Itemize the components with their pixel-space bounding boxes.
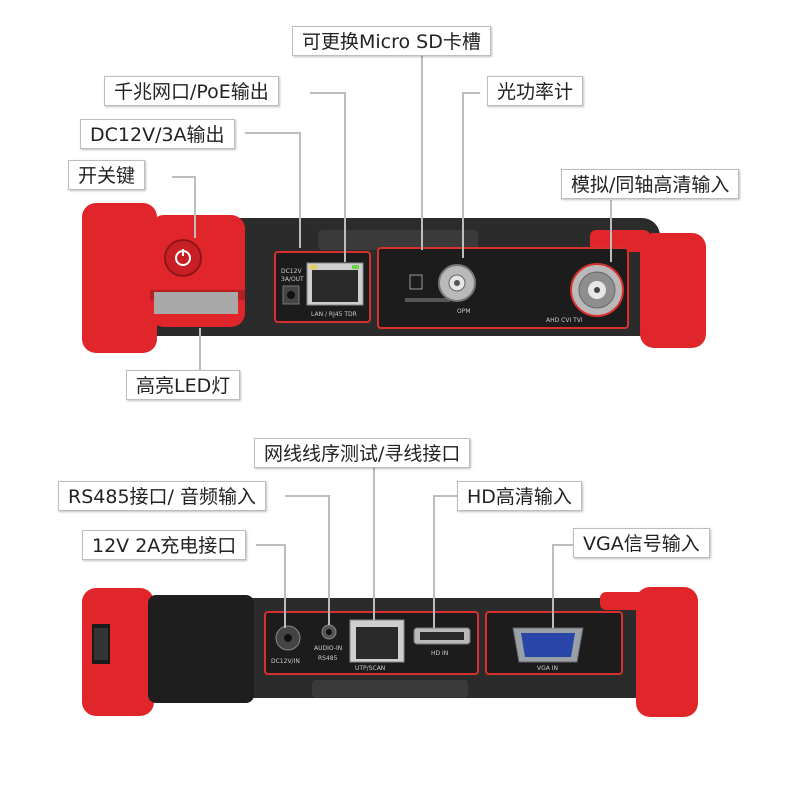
dc-out-text-2: 3A/OUT: [281, 276, 304, 283]
dc-out-jack[interactable]: [282, 285, 300, 305]
label-rs485-audio: RS485接口/ 音频输入: [58, 481, 266, 511]
lan-port[interactable]: [306, 262, 364, 306]
label-opm: 光功率计: [487, 76, 584, 106]
label-analog-hd: 模拟/同轴高清输入: [561, 169, 740, 199]
dc-out-text-1: DC12V: [281, 268, 302, 275]
top-callout-lines: [172, 55, 612, 370]
label-led: 高亮LED灯: [126, 370, 241, 400]
label-charge: 12V 2A充电接口: [82, 530, 247, 560]
label-vga: VGA信号输入: [573, 528, 710, 558]
ahd-text: AHD CVI TVI: [546, 317, 583, 324]
opm-port[interactable]: [438, 264, 476, 302]
label-micro-sd: 可更换Micro SD卡槽: [292, 26, 491, 56]
label-hd-input: HD高清输入: [457, 481, 582, 511]
label-gigabit-poe: 千兆网口/PoE输出: [104, 76, 279, 106]
label-dc-out: DC12V/3A输出: [80, 119, 235, 149]
led-light: [154, 292, 238, 314]
power-button[interactable]: [164, 239, 202, 277]
top-right-bumper: [590, 230, 706, 348]
bnc-port[interactable]: [570, 263, 624, 317]
lan-text: LAN / RJ45 TDR: [311, 311, 357, 318]
sd-card-slot[interactable]: [405, 274, 450, 302]
label-cable-test: 网线线序测试/寻线接口: [254, 438, 471, 468]
top-port-panel-middle: [377, 247, 629, 329]
opm-text: OPM: [457, 308, 471, 315]
label-power-key: 开关键: [68, 160, 146, 190]
